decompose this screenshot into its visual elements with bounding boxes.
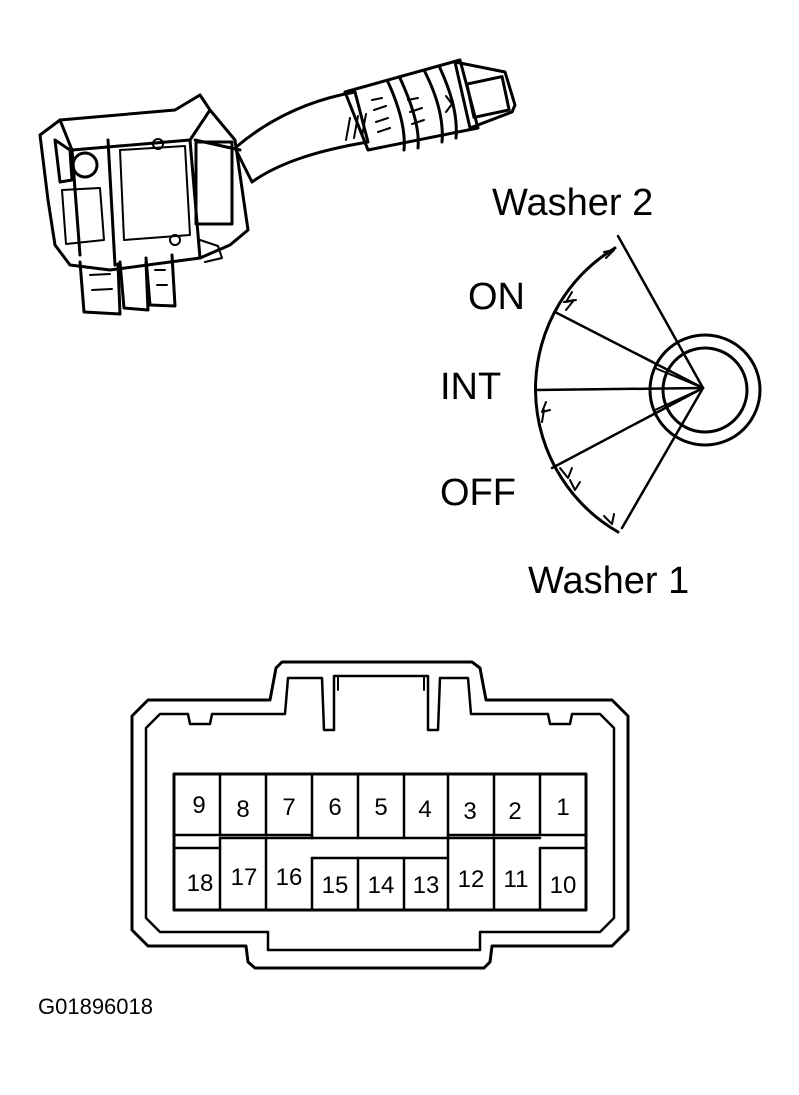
pin-number: 1 [556, 794, 570, 821]
pin-number: 10 [549, 872, 577, 899]
int-label: INT [440, 366, 502, 408]
pin-number: 2 [508, 798, 522, 825]
pin-number: 3 [463, 798, 477, 825]
pin-number: 4 [418, 796, 432, 823]
pin-number: 18 [186, 870, 214, 897]
washer2-label: Washer 2 [492, 182, 654, 224]
pin-number: 15 [321, 872, 349, 899]
pin-number: 17 [230, 864, 258, 891]
connector-face [130, 660, 630, 970]
pin-number: 11 [503, 866, 529, 893]
combination-switch-illustration [38, 58, 517, 316]
pin-number: 7 [282, 794, 296, 821]
washer1-label: Washer 1 [528, 560, 690, 602]
pin-number: 14 [367, 872, 395, 899]
pin-number: 16 [275, 864, 303, 891]
on-label: ON [468, 276, 525, 318]
pin-number: 5 [374, 794, 388, 821]
pin-number: 9 [192, 792, 206, 819]
off-label: OFF [440, 472, 516, 514]
pin-number: 6 [328, 794, 342, 821]
pin-number: 8 [236, 796, 250, 823]
pin-number: 13 [412, 872, 440, 899]
switch-position-dial [534, 234, 762, 534]
figure-id: G01896018 [38, 994, 153, 1019]
pin-number: 12 [457, 866, 485, 893]
